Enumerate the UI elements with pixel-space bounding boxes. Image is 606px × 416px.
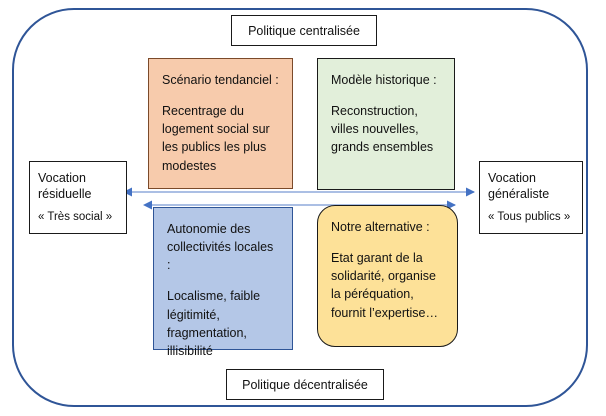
quadrant-top-right-modele-historique: Modèle historique : Reconstruction, vill… (317, 58, 455, 190)
quadrant-title: Modèle historique : (331, 73, 437, 87)
quadrant-body: Reconstruction, villes nouvelles, grands… (331, 104, 434, 155)
quadrant-top-left-scenario-tendanciel: Scénario tendanciel : Recentrage du loge… (148, 58, 293, 189)
quadrant-bottom-right-notre-alternative: Notre alternative : Etat garant de la so… (317, 205, 458, 347)
outer-frame-border (12, 8, 588, 407)
quadrant-body: Recentrage du logement social sur les pu… (162, 104, 270, 173)
pole-bottom-text: Politique décentralisée (242, 377, 368, 392)
quadrant-bottom-left-autonomie-collectivites: Autonomie des collectivités locales : Lo… (153, 207, 293, 358)
quadrant-title: Scénario tendanciel : (162, 73, 279, 87)
pole-left-title: Vocation résiduelle (38, 170, 92, 202)
quadrant-body: Etat garant de la solidarité, organise l… (331, 251, 438, 320)
quadrant-title: Notre alternative : (331, 220, 430, 234)
pole-left-subtitle: « Très social » (38, 211, 113, 224)
pole-label-generalist-vocation: Vocation généraliste « Tous publics » (479, 161, 583, 234)
quadrant-title: Autonomie des collectivités locales : (167, 222, 274, 273)
pole-label-residual-vocation: Vocation résiduelle « Très social » (29, 161, 127, 234)
pole-label-decentralised-policy: Politique décentralisée (226, 369, 384, 400)
quadrant-body: Localisme, faible légitimité, fragmentat… (167, 289, 261, 358)
pole-top-text: Politique centralisée (248, 23, 360, 38)
pole-right-subtitle: « Tous publics » (488, 211, 571, 224)
pole-label-centralised-policy: Politique centralisée (231, 15, 377, 46)
pole-right-title: Vocation généraliste (488, 170, 550, 202)
